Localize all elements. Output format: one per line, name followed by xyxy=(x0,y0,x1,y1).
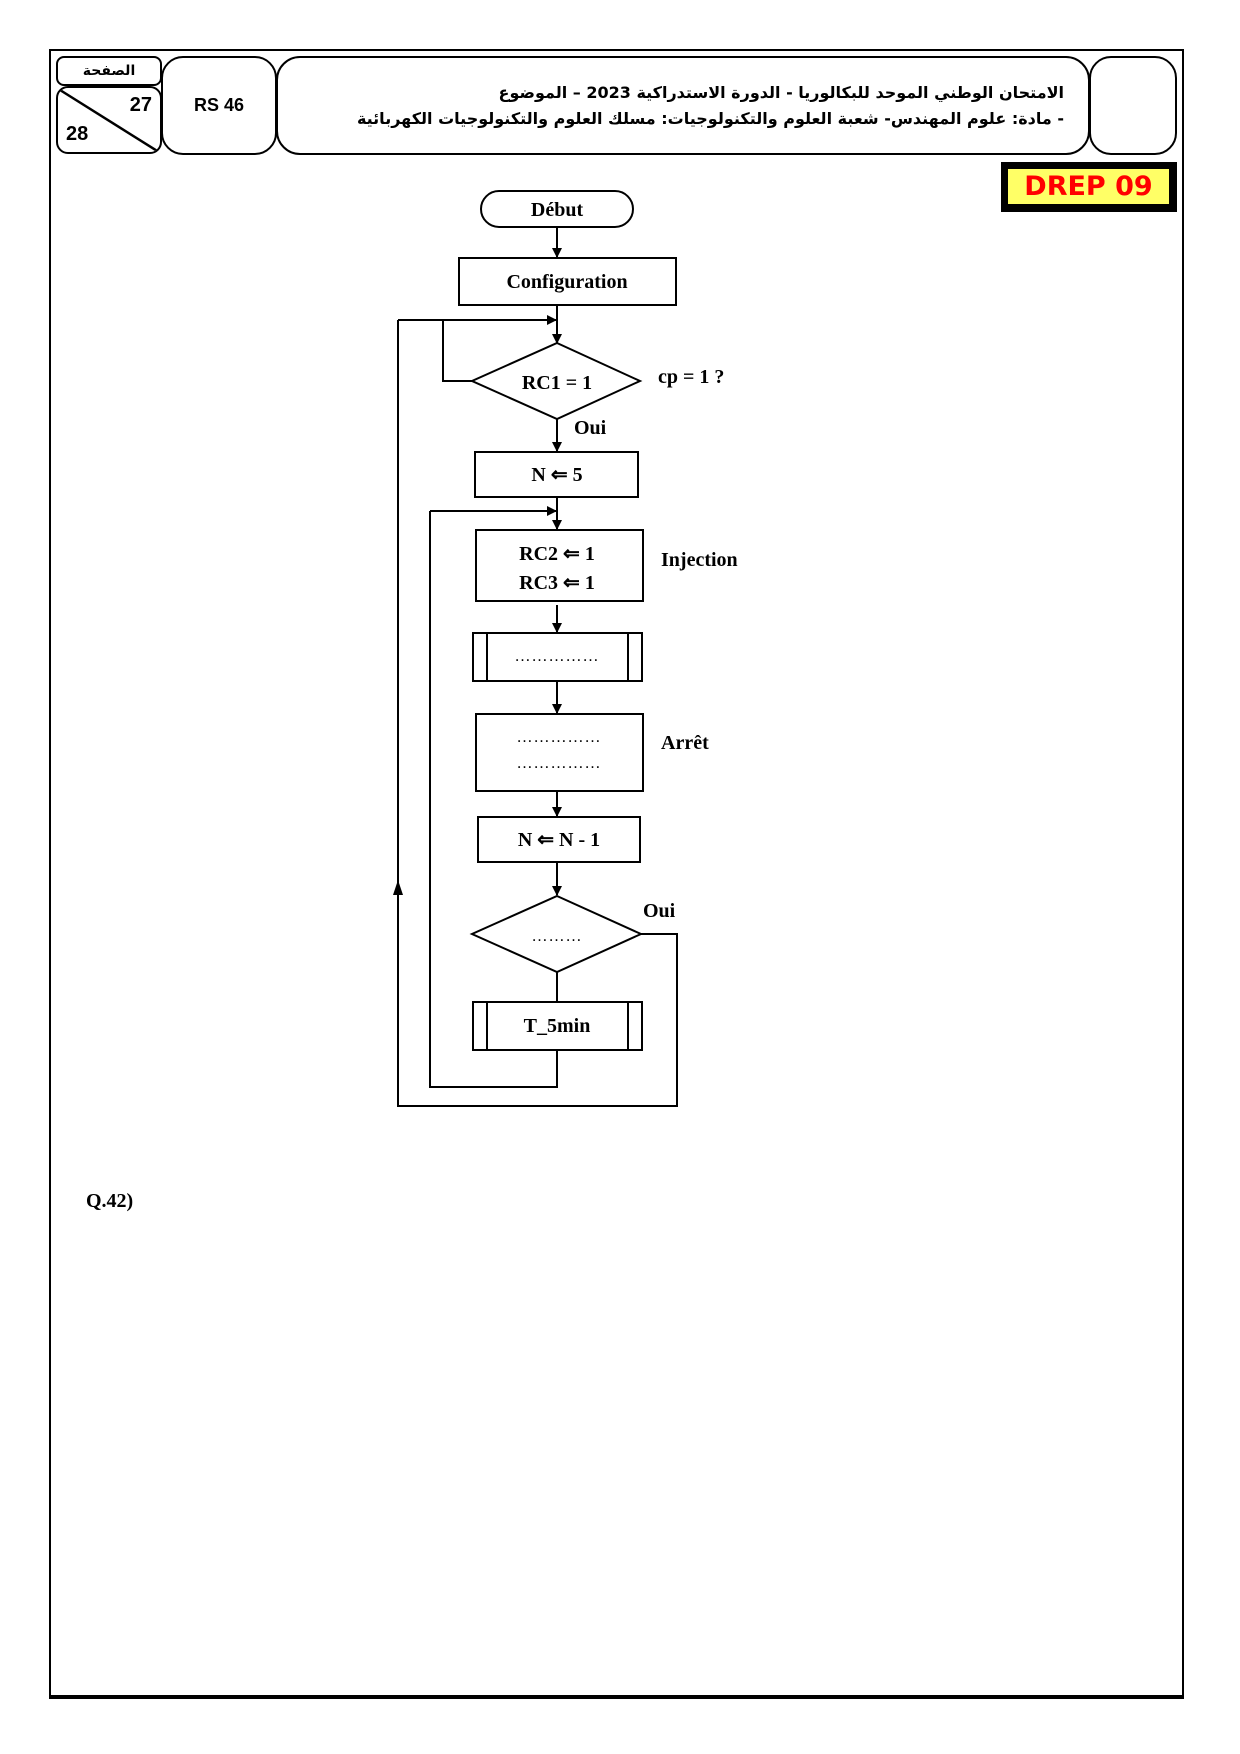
injection-box xyxy=(475,529,644,602)
page-label: الصفحة xyxy=(56,56,162,86)
init-box xyxy=(474,451,639,498)
exam-title-box: الامتحان الوطني الموحد للبكالوريا - الدو… xyxy=(276,56,1090,155)
drep-badge-label: DREP 09 xyxy=(1007,168,1170,205)
config-box xyxy=(458,257,677,306)
decision2-blank: ……… xyxy=(532,928,583,945)
page-number-divider xyxy=(59,88,160,152)
exam-title-line2: - مادة: علوم المهندس- شعبة العلوم والتكن… xyxy=(356,109,1064,128)
subroutine-blank: …………… xyxy=(515,648,600,665)
injection-line1: RC2 ⇐ 1 xyxy=(519,543,595,565)
page-current: 27 xyxy=(129,94,152,116)
outer-loop-arrowhead xyxy=(393,880,403,895)
stop-label: Arrêt xyxy=(661,732,709,754)
outer-loop-return xyxy=(397,320,678,1107)
decision2-yes-label: Oui xyxy=(643,900,676,922)
stop-line2: …………… xyxy=(517,755,602,772)
config-label: Configuration xyxy=(506,271,627,293)
question-label: Q.42) xyxy=(86,1190,134,1212)
decrement-label: N ⇐ N - 1 xyxy=(518,829,600,851)
drep-badge: DREP 09 xyxy=(1001,162,1177,212)
page-frame xyxy=(49,49,1184,1699)
timer-label: T_5min xyxy=(524,1015,591,1037)
decrement-box xyxy=(477,816,641,863)
exam-title-line1: الامتحان الوطني الموحد للبكالوريا - الدو… xyxy=(498,83,1064,102)
injection-label: Injection xyxy=(661,549,738,571)
inner-loop-return xyxy=(429,511,558,1088)
stop-line1: …………… xyxy=(517,729,602,746)
blank-header-box xyxy=(1089,56,1177,155)
stop-box xyxy=(475,713,644,792)
page-total: 28 xyxy=(66,123,89,145)
exam-code: RS 46 xyxy=(161,56,277,155)
injection-line2: RC3 ⇐ 1 xyxy=(519,572,595,594)
decision1-note: cp = 1 ? xyxy=(658,366,724,388)
page-number-box: 27 28 xyxy=(56,86,162,154)
init-label: N ⇐ 5 xyxy=(531,464,582,486)
start-label: Début xyxy=(531,199,584,221)
decision1-label: RC1 = 1 xyxy=(522,372,592,394)
decision1-no-loop xyxy=(442,320,472,382)
decision1-yes-label: Oui xyxy=(574,417,607,439)
